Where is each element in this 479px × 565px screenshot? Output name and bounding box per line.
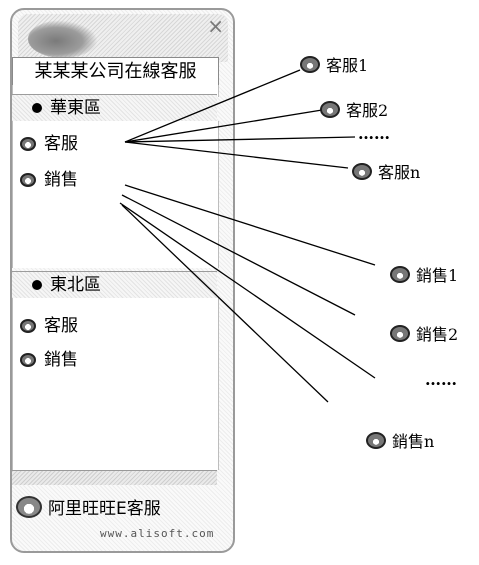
region-header-dongbei[interactable]: 東北區 (12, 271, 217, 299)
footer-url[interactable]: www.alisoft.com (100, 527, 215, 540)
company-title: 某某某公司在線客服 (12, 57, 219, 86)
footer-brand[interactable]: 阿里旺旺E客服 (16, 494, 161, 519)
connector-line (121, 194, 356, 316)
logo-icon (28, 20, 98, 58)
label-text: …… (425, 370, 457, 389)
region-list-huadong (12, 121, 219, 268)
label-kefu-2: 客服2 (320, 97, 388, 121)
label-kefu-n: 客服n (352, 159, 420, 183)
item-label: 客服 (44, 316, 78, 336)
wangwang-logo-icon (16, 495, 42, 518)
region-list-dongbei (12, 298, 219, 470)
label-text: 客服1 (326, 56, 369, 75)
label-text: 銷售2 (416, 325, 459, 344)
list-item-xiaoshou[interactable]: 銷售 (20, 350, 78, 370)
footer-brand-label: 阿里旺旺E客服 (48, 499, 161, 519)
wangwang-icon (300, 55, 320, 73)
connector-line (124, 136, 356, 143)
label-text: 客服n (378, 163, 421, 182)
close-icon[interactable]: × (207, 14, 224, 38)
wangwang-icon (20, 353, 36, 367)
bullet-icon (32, 103, 42, 113)
panel-bottom-strip (12, 470, 217, 485)
bullet-icon (32, 280, 42, 290)
wangwang-icon (20, 137, 36, 151)
item-label: 銷售 (44, 350, 78, 370)
label-text: 銷售1 (416, 266, 459, 285)
wangwang-icon (320, 100, 340, 118)
connector-line (121, 204, 329, 403)
wangwang-icon (352, 162, 372, 180)
connector-line (124, 184, 376, 266)
list-item-kefu[interactable]: 客服 (20, 134, 78, 154)
wangwang-icon (20, 173, 36, 187)
region-name: 東北區 (50, 275, 101, 295)
label-xiaoshou-ellipsis: …… (425, 370, 457, 389)
region-name: 華東區 (50, 98, 101, 118)
region-header-huadong[interactable]: 華東區 (12, 94, 217, 122)
wangwang-icon (20, 319, 36, 333)
label-text: 客服2 (346, 101, 389, 120)
wangwang-icon (390, 265, 410, 283)
list-item-xiaoshou[interactable]: 銷售 (20, 170, 78, 190)
connector-line (124, 109, 323, 143)
label-xiaoshou-2: 銷售2 (390, 321, 458, 345)
wangwang-icon (366, 431, 386, 449)
connector-line (124, 69, 301, 143)
panel-titlebar: × (18, 14, 228, 62)
connector-line (124, 141, 349, 169)
item-label: 客服 (44, 134, 78, 154)
label-xiaoshou-n: 銷售n (366, 428, 434, 452)
label-xiaoshou-1: 銷售1 (390, 262, 458, 286)
item-label: 銷售 (44, 170, 78, 190)
wangwang-icon (390, 324, 410, 342)
label-text: …… (358, 124, 390, 143)
label-text: 銷售n (392, 432, 435, 451)
label-kefu-ellipsis: …… (358, 124, 390, 143)
list-item-kefu[interactable]: 客服 (20, 316, 78, 336)
label-kefu-1: 客服1 (300, 52, 368, 76)
connector-line (119, 202, 376, 379)
